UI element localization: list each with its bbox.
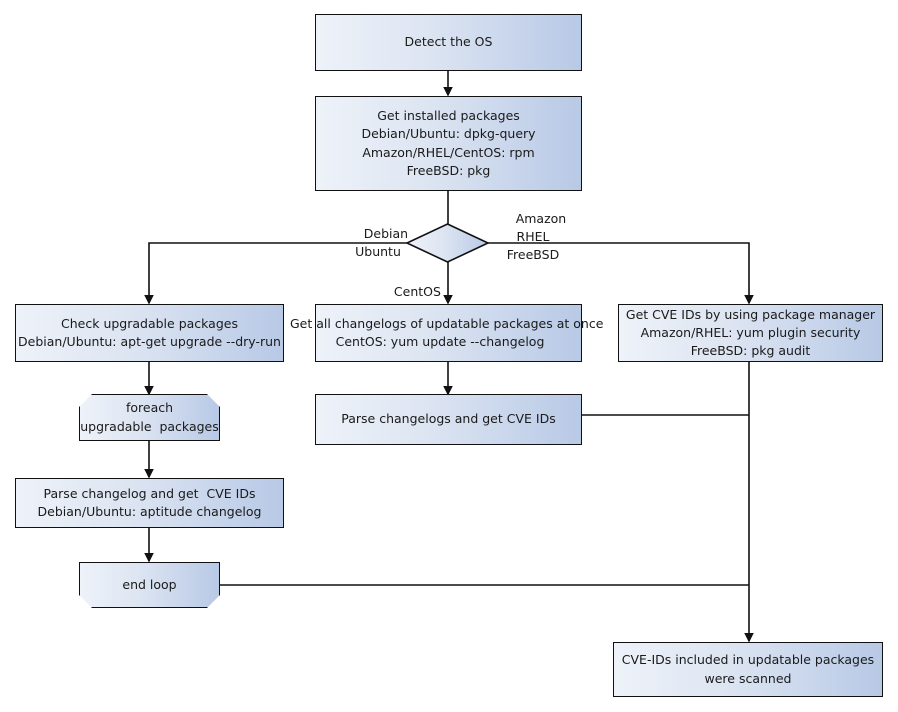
node-cve-ids-scanned[interactable]: CVE-IDs included in updatable packages w… (613, 642, 883, 697)
edge-label-centos: CentOS (378, 265, 441, 319)
node-foreach-loop-start-label: foreach upgradable packages (80, 400, 219, 434)
edge-label-amazon-rhel-freebsd: Amazon RHEL FreeBSD (492, 192, 574, 283)
node-end-loop[interactable]: end loop (79, 562, 220, 608)
edge-label-debian-ubuntu: Debian Ubuntu (342, 207, 414, 280)
node-get-all-changelogs-label: Get all changelogs of updatable packages… (290, 315, 604, 349)
node-check-upgradable-packages[interactable]: Check upgradable packages Debian/Ubuntu:… (15, 304, 284, 362)
node-cve-ids-scanned-label: CVE-IDs included in updatable packages w… (621, 652, 875, 686)
node-parse-changelogs-cve-ids-label: Parse changelogs and get CVE IDs (341, 411, 556, 427)
edge-label-debian-ubuntu-text: Debian Ubuntu (355, 226, 409, 260)
node-os-decision[interactable] (407, 224, 488, 262)
node-get-cve-ids-package-manager[interactable]: Get CVE IDs by using package manager Ama… (618, 304, 883, 362)
edge-label-centos-text: CentOS (393, 284, 441, 300)
node-get-cve-ids-package-manager-label: Get CVE IDs by using package manager Ama… (625, 306, 876, 359)
node-parse-changelogs-cve-ids[interactable]: Parse changelogs and get CVE IDs (315, 394, 582, 445)
node-get-installed-packages-label: Get installed packages Debian/Ubuntu: dp… (361, 108, 536, 178)
node-get-all-changelogs[interactable]: Get all changelogs of updatable packages… (290, 304, 603, 362)
node-foreach-loop-start[interactable]: foreach upgradable packages (79, 394, 220, 441)
node-check-upgradable-packages-label: Check upgradable packages Debian/Ubuntu:… (18, 315, 281, 349)
node-detect-os-label: Detect the OS (404, 34, 493, 50)
node-end-loop-label: end loop (122, 576, 177, 592)
node-parse-changelog-cve-ids-label: Parse changelog and get CVE IDs Debian/U… (37, 485, 262, 519)
node-detect-os[interactable]: Detect the OS (315, 14, 582, 71)
edge-label-amazon-rhel-freebsd-text: Amazon RHEL FreeBSD (506, 211, 567, 263)
node-parse-changelog-cve-ids[interactable]: Parse changelog and get CVE IDs Debian/U… (15, 478, 284, 528)
node-get-installed-packages[interactable]: Get installed packages Debian/Ubuntu: dp… (315, 96, 582, 191)
